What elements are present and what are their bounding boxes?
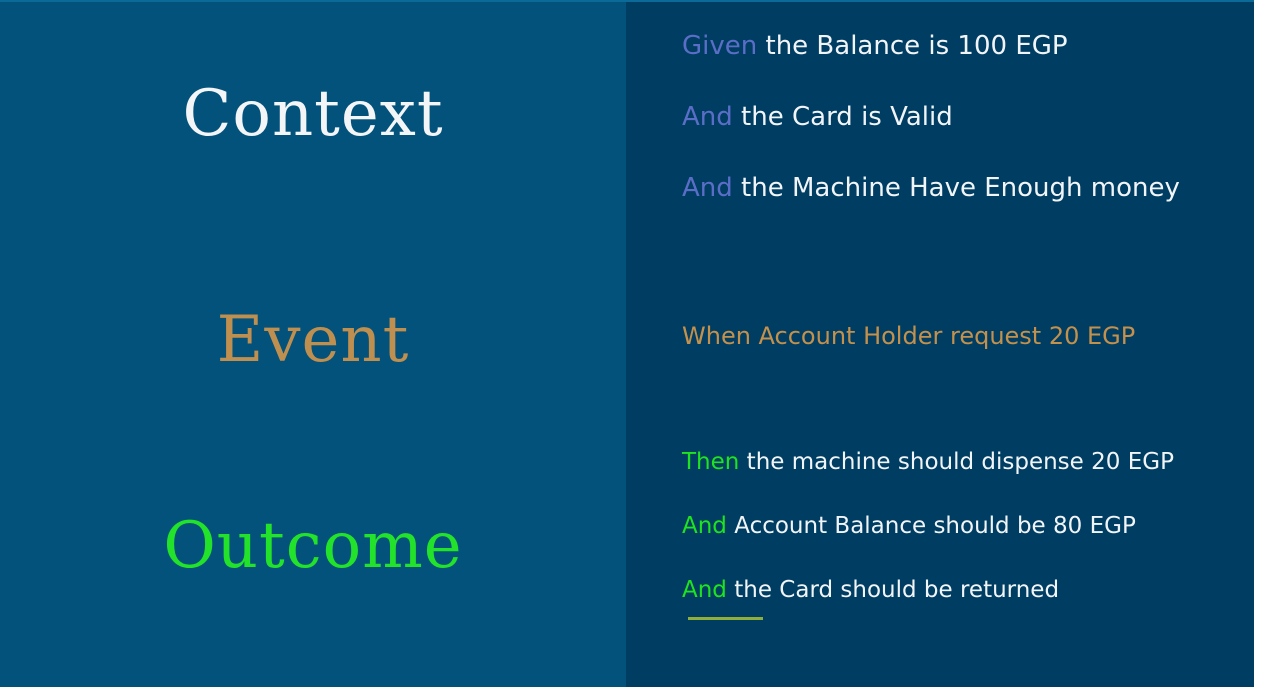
context-heading: Context [182, 77, 444, 151]
outcome-heading: Outcome [163, 509, 463, 583]
event-line: When Account Holder request 20 EGP [682, 322, 1136, 350]
context-line-given: Given the Balance is 100 EGP [682, 31, 1068, 61]
outcome-line-and-card: And the Card should be returned [682, 577, 1059, 603]
and-keyword: And [682, 513, 727, 539]
and-keyword: And [682, 173, 733, 203]
outcome-line-then: Then the machine should dispense 20 EGP [682, 449, 1174, 475]
then-keyword: Then [682, 449, 740, 475]
outcome-line-text: the machine should dispense 20 EGP [739, 449, 1174, 475]
context-line-text: the Machine Have Enough money [732, 173, 1180, 203]
right-panel [626, 0, 1254, 687]
and-keyword: And [682, 102, 733, 132]
given-keyword: Given [682, 31, 758, 61]
context-line-text: the Card is Valid [732, 102, 953, 132]
outcome-line-text: Account Balance should be 80 EGP [726, 513, 1136, 539]
event-heading: Event [216, 303, 410, 377]
context-line-and-machine: And the Machine Have Enough money [682, 173, 1180, 203]
left-panel [0, 0, 626, 687]
top-edge-line [0, 0, 1254, 2]
spellcheck-underline [688, 617, 763, 620]
outcome-line-and-balance: And Account Balance should be 80 EGP [682, 513, 1136, 539]
right-edge-strip [1254, 0, 1264, 687]
and-keyword: And [682, 577, 727, 603]
context-line-text: the Balance is 100 EGP [757, 31, 1068, 61]
context-line-and-card: And the Card is Valid [682, 102, 953, 132]
outcome-line-text: the Card should be returned [726, 577, 1060, 603]
